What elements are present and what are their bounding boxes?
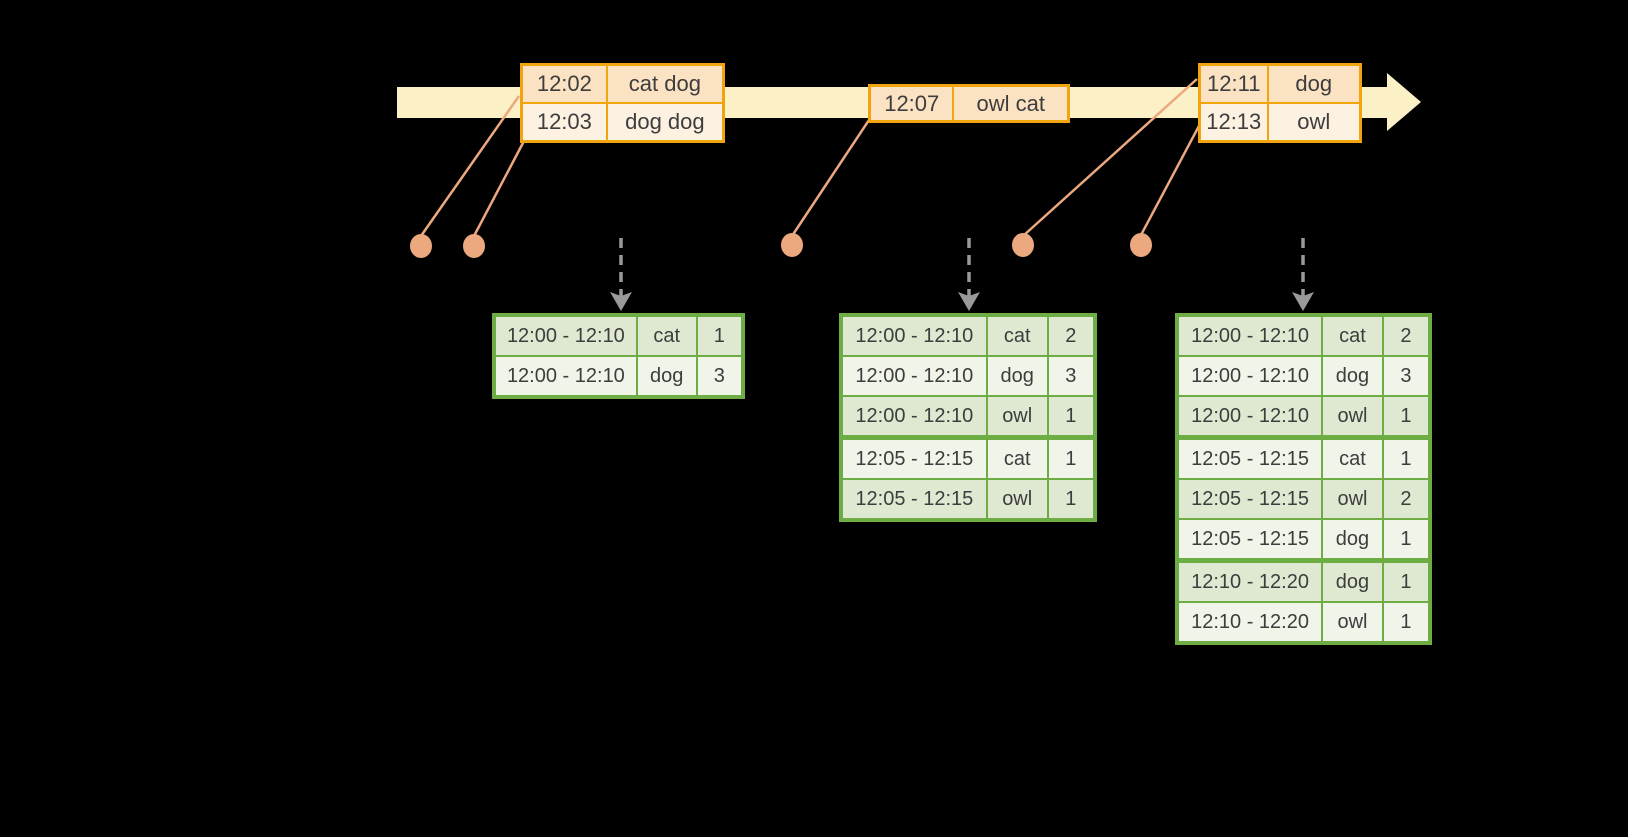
event-time-cell: 12:02 bbox=[523, 66, 606, 102]
window-cell: 12:05 - 12:15 bbox=[1179, 480, 1322, 518]
table-row: 12:05 - 12:15 owl 1 bbox=[843, 480, 1093, 518]
trigger-arrowheads bbox=[610, 292, 1314, 311]
word-cell: owl bbox=[1323, 603, 1382, 641]
count-cell: 1 bbox=[1383, 603, 1428, 641]
word-cell: owl bbox=[1323, 397, 1382, 435]
event-row: 12:07 owl cat bbox=[871, 87, 1067, 120]
window-cell: 12:00 - 12:10 bbox=[1179, 357, 1322, 395]
trigger-arrowhead-icon bbox=[958, 292, 980, 311]
window-cell: 12:00 - 12:10 bbox=[1179, 397, 1322, 435]
count-cell: 3 bbox=[697, 357, 741, 395]
event-dot bbox=[463, 234, 485, 258]
count-cell: 1 bbox=[1383, 563, 1428, 601]
event-connector-line bbox=[472, 140, 526, 237]
event-words-cell: owl bbox=[1268, 104, 1359, 140]
trigger-arrowhead-icon bbox=[610, 292, 632, 311]
event-record-table-3: 12:11 dog 12:13 owl bbox=[1198, 63, 1362, 143]
table-row: 12:00 - 12:10 dog 3 bbox=[1179, 357, 1428, 395]
word-cell: owl bbox=[987, 480, 1047, 518]
count-cell: 1 bbox=[1383, 440, 1428, 478]
event-row: 12:03 dog dog bbox=[523, 104, 722, 140]
window-cell: 12:05 - 12:15 bbox=[1179, 440, 1322, 478]
result-table-2: 12:00 - 12:10 cat 2 12:00 - 12:10 dog 3 … bbox=[839, 313, 1097, 522]
count-cell: 1 bbox=[1048, 480, 1093, 518]
count-cell: 1 bbox=[1383, 520, 1428, 558]
window-cell: 12:10 - 12:20 bbox=[1179, 603, 1322, 641]
table-row: 12:00 - 12:10 dog 3 bbox=[496, 357, 741, 395]
count-cell: 2 bbox=[1383, 480, 1428, 518]
table-row: 12:05 - 12:15 owl 2 bbox=[1179, 480, 1428, 518]
table-row: 12:00 - 12:10 cat 2 bbox=[1179, 317, 1428, 355]
event-dot bbox=[1130, 233, 1152, 257]
word-cell: dog bbox=[987, 357, 1047, 395]
event-record-table-2: 12:07 owl cat bbox=[868, 84, 1070, 123]
event-row: 12:02 cat dog bbox=[523, 66, 722, 102]
event-dot bbox=[781, 233, 803, 257]
word-cell: dog bbox=[1323, 563, 1382, 601]
count-cell: 3 bbox=[1048, 357, 1093, 395]
event-connector-line bbox=[1022, 78, 1198, 237]
event-dot bbox=[1012, 233, 1034, 257]
result-table-1: 12:00 - 12:10 cat 1 12:00 - 12:10 dog 3 bbox=[492, 313, 745, 399]
word-cell: cat bbox=[987, 440, 1047, 478]
word-cell: owl bbox=[1323, 480, 1382, 518]
window-cell: 12:05 - 12:15 bbox=[843, 480, 986, 518]
window-cell: 12:05 - 12:15 bbox=[1179, 520, 1322, 558]
window-cell: 12:00 - 12:10 bbox=[1179, 317, 1322, 355]
event-time-cell: 12:13 bbox=[1201, 104, 1267, 140]
event-connector-lines bbox=[419, 78, 1202, 237]
event-row: 12:11 dog bbox=[1201, 66, 1359, 102]
count-cell: 1 bbox=[1048, 397, 1093, 435]
window-cell: 12:10 - 12:20 bbox=[1179, 563, 1322, 601]
count-cell: 2 bbox=[1048, 317, 1093, 355]
event-row: 12:13 owl bbox=[1201, 104, 1359, 140]
event-dot bbox=[410, 234, 432, 258]
event-connector-line bbox=[419, 95, 521, 237]
trigger-arrows bbox=[619, 238, 1305, 296]
table-row: 12:00 - 12:10 cat 2 bbox=[843, 317, 1093, 355]
event-record-table-1: 12:02 cat dog 12:03 dog dog bbox=[520, 63, 725, 143]
window-cell: 12:00 - 12:10 bbox=[496, 317, 636, 355]
table-row: 12:05 - 12:15 dog 1 bbox=[1179, 520, 1428, 558]
word-cell: cat bbox=[1323, 317, 1382, 355]
table-row: 12:00 - 12:10 dog 3 bbox=[843, 357, 1093, 395]
event-time-cell: 12:07 bbox=[871, 87, 953, 120]
window-cell: 12:00 - 12:10 bbox=[496, 357, 636, 395]
window-cell: 12:00 - 12:10 bbox=[843, 357, 986, 395]
event-words-cell: dog dog bbox=[607, 104, 722, 140]
count-cell: 3 bbox=[1383, 357, 1428, 395]
count-cell: 2 bbox=[1383, 317, 1428, 355]
word-cell: owl bbox=[987, 397, 1047, 435]
word-cell: dog bbox=[637, 357, 696, 395]
event-connector-line bbox=[1139, 123, 1202, 236]
window-cell: 12:00 - 12:10 bbox=[843, 397, 986, 435]
window-cell: 12:05 - 12:15 bbox=[843, 440, 986, 478]
count-cell: 1 bbox=[1048, 440, 1093, 478]
window-cell: 12:00 - 12:10 bbox=[843, 317, 986, 355]
event-connector-line bbox=[790, 119, 871, 237]
word-cell: cat bbox=[637, 317, 696, 355]
event-words-cell: dog bbox=[1268, 66, 1359, 102]
table-row: 12:10 - 12:20 owl 1 bbox=[1179, 603, 1428, 641]
result-table-3: 12:00 - 12:10 cat 2 12:00 - 12:10 dog 3 … bbox=[1175, 313, 1432, 645]
count-cell: 1 bbox=[697, 317, 741, 355]
table-row: 12:05 - 12:15 cat 1 bbox=[1179, 440, 1428, 478]
table-row: 12:00 - 12:10 cat 1 bbox=[496, 317, 741, 355]
word-cell: cat bbox=[987, 317, 1047, 355]
event-words-cell: cat dog bbox=[607, 66, 722, 102]
event-time-cell: 12:11 bbox=[1201, 66, 1267, 102]
word-cell: cat bbox=[1323, 440, 1382, 478]
table-row: 12:00 - 12:10 owl 1 bbox=[843, 397, 1093, 435]
count-cell: 1 bbox=[1383, 397, 1428, 435]
table-row: 12:05 - 12:15 cat 1 bbox=[843, 440, 1093, 478]
trigger-arrowhead-icon bbox=[1292, 292, 1314, 311]
event-words-cell: owl cat bbox=[954, 87, 1067, 120]
word-cell: dog bbox=[1323, 520, 1382, 558]
timeline-arrowhead-icon bbox=[1387, 73, 1421, 131]
word-cell: dog bbox=[1323, 357, 1382, 395]
table-row: 12:10 - 12:20 dog 1 bbox=[1179, 563, 1428, 601]
event-dots bbox=[410, 233, 1152, 258]
table-row: 12:00 - 12:10 owl 1 bbox=[1179, 397, 1428, 435]
event-time-cell: 12:03 bbox=[523, 104, 606, 140]
